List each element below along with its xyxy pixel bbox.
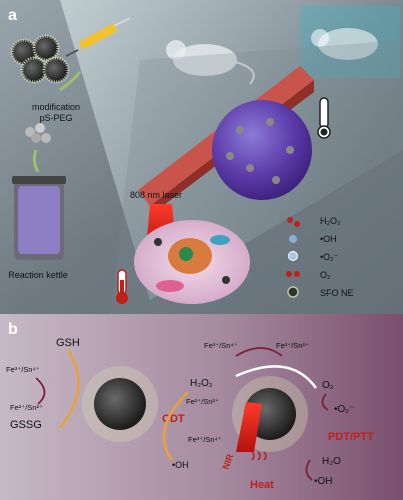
oh-right-label: •OH [314,476,333,487]
thermometer-icon [317,97,331,139]
reaction-kettle-icon [12,176,66,260]
legend-label: O₂ [320,270,331,280]
reactor-label: Reaction kettle [8,270,68,280]
cycle-arrow [235,347,283,357]
gsh-label: GSH [56,337,80,349]
heat-label: Heat [250,479,274,491]
ros-arrow [321,393,329,411]
h2o2-label: H₂O₂ [190,378,213,389]
flow-arrow [59,71,82,92]
fenton-arrow [162,391,189,461]
modification-label: modification [32,102,80,112]
cycle-arrow-2 [235,365,318,389]
cancer-cell-icon [134,220,250,304]
legend-item: •O₂⁻ [288,251,339,262]
fe2-sn2-mid-label: Fe²⁺/Sn²⁺ [186,397,219,406]
hydroxyl-radical-icon [289,235,297,243]
o2-label: O₂ [322,380,334,391]
sfo-ne-particle-icon [287,286,299,298]
panel-b-letter: b [8,321,18,338]
thermometer-icon-2 [116,269,128,304]
panel-a-letter: a [8,7,17,24]
syringe-icon [65,17,131,57]
modification-sub-label: pS-PEG [39,113,72,123]
mouse-body-icon [166,40,255,85]
legend-label: •OH [320,234,337,244]
fe3-sn4-top-label: Fe³⁺/Sn⁴⁺ [204,341,238,350]
h2o-label: H₂O [322,456,341,467]
gssg-label: GSSG [10,419,42,431]
redox-arrow [59,349,80,429]
fe3-sn4-mid-label: Fe³⁺/Sn⁴⁺ [188,435,222,444]
nir-beam-icon [236,402,262,452]
panel-b-background [0,314,403,500]
flow-arrow-2 [32,149,40,173]
superoxide-icon [288,251,298,261]
mouse-icon [300,6,400,78]
oxygen-molecule-icon [286,271,292,277]
laser-label: 808 nm laser [130,190,182,200]
legend-label: H₂O₂ [320,216,341,226]
precursor-spheres-icon [25,123,51,143]
pdt-ptt-label: PDT/PTT [328,431,374,443]
legend-item: •OH [289,234,337,244]
heat-waves-icon [251,451,267,461]
legend-label: •O₂⁻ [320,252,339,262]
redox-arrow-2 [35,377,46,405]
legend: H₂O₂ •OH •O₂⁻ O₂ SFO NE [286,216,354,298]
sfo-ne-cluster-icon [10,34,70,84]
h2o2-molecule-icon [287,217,293,223]
legend-item: H₂O₂ [287,216,341,227]
oh-mid-label: •OH [172,460,189,470]
fe2-sn2-top-label: Fe²⁺/Sn²⁺ [276,341,309,350]
legend-label: SFO NE [320,288,354,298]
fe3-sn4-left-label: Fe³⁺/Sn⁴⁺ [6,365,40,374]
fe2-sn2-left-label: Fe²⁺/Sn²⁺ [10,403,43,412]
tumor-icon [212,100,312,200]
o2-radical-label: •O₂⁻ [334,404,354,415]
ros-arrow-2 [305,459,313,481]
sfo-ne-particle-left [82,366,158,442]
legend-item: O₂ [286,270,331,280]
legend-item: SFO NE [287,286,354,298]
